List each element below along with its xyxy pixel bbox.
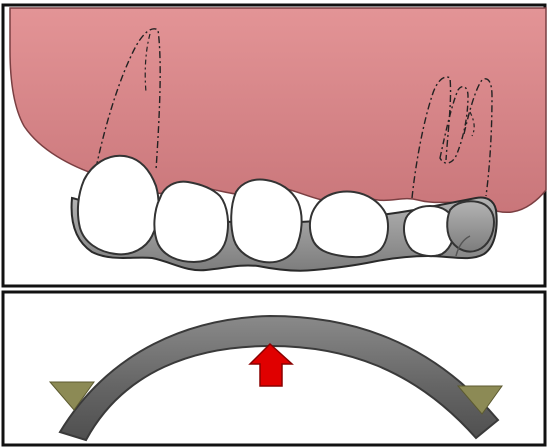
tooth-incisor-1 <box>154 182 228 262</box>
tooth-canine <box>78 156 159 255</box>
tooth-incisor-3 <box>310 192 388 258</box>
bottom-panel <box>3 292 545 445</box>
top-panel <box>3 5 546 286</box>
tooth-molar <box>447 201 494 251</box>
tooth-incisor-2 <box>231 180 301 263</box>
